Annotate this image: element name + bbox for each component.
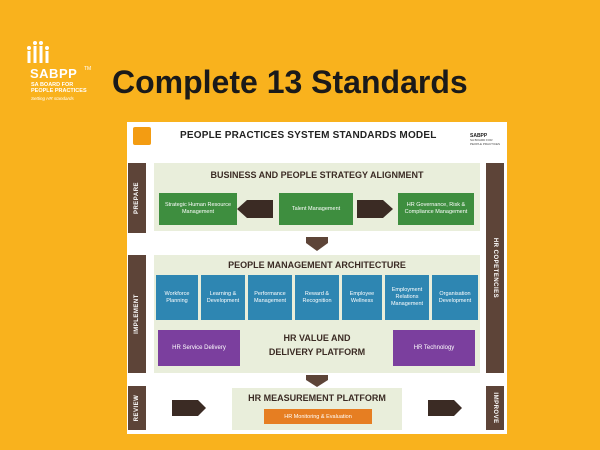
left-arrow-icon bbox=[237, 200, 273, 218]
right-arrow-icon bbox=[172, 400, 206, 416]
phase-hr-competencies: HR COPETENCIES bbox=[486, 163, 504, 373]
page-title: Complete 13 Standards bbox=[112, 64, 468, 100]
organisation-development-box: Organisation Development bbox=[432, 275, 478, 320]
phase-implement: IMPLEMENT bbox=[128, 255, 146, 373]
employee-wellness-box: Employee Wellness bbox=[342, 275, 382, 320]
reward-recognition-box: Reward & Recognition bbox=[295, 275, 339, 320]
phase-prepare: PREPARE bbox=[128, 163, 146, 233]
hr-monitoring-box: HR Monitoring & Evaluation bbox=[264, 409, 372, 424]
platform-heading-line2: DELIVERY PLATFORM bbox=[268, 347, 366, 357]
hr-governance-box: HR Governance, Risk & Compliance Managem… bbox=[398, 193, 474, 225]
learning-development-box: Learning & Development bbox=[201, 275, 245, 320]
strategy-heading: BUSINESS AND PEOPLE STRATEGY ALIGNMENT bbox=[210, 170, 424, 180]
phase-review: REVIEW bbox=[128, 386, 146, 430]
platform-heading-line1: HR VALUE AND bbox=[283, 333, 351, 343]
right-arrow-icon bbox=[357, 200, 393, 218]
home-icon bbox=[133, 127, 151, 145]
employment-relations-box: Employment Relations Management bbox=[385, 275, 429, 320]
strategic-hrm-box: Strategic Human Resource Management bbox=[159, 193, 237, 225]
performance-management-box: Performance Management bbox=[248, 275, 292, 320]
model-title: PEOPLE PRACTICES SYSTEM STANDARDS MODEL bbox=[180, 130, 437, 141]
architecture-heading: PEOPLE MANAGEMENT ARCHITECTURE bbox=[228, 260, 406, 270]
down-arrow-icon bbox=[306, 375, 328, 387]
phase-improve: IMPROVE bbox=[486, 386, 504, 430]
measurement-heading: HR MEASUREMENT PLATFORM bbox=[248, 393, 386, 403]
hr-service-delivery-box: HR Service Delivery bbox=[158, 330, 240, 366]
workforce-planning-box: Workforce Planning bbox=[156, 275, 198, 320]
logo-tagline: Setting HR standards bbox=[31, 96, 74, 101]
corner-logo-subtitle: SA BOARD FOR PEOPLE PRACTICES bbox=[470, 138, 501, 146]
down-arrow-icon bbox=[306, 237, 328, 251]
right-arrow-icon bbox=[428, 400, 462, 416]
logo-trademark: TM bbox=[84, 66, 92, 72]
sabpp-logo-icon bbox=[27, 41, 49, 63]
talent-management-box: Talent Management bbox=[279, 193, 353, 225]
hr-technology-box: HR Technology bbox=[393, 330, 475, 366]
logo-name: SABPP bbox=[30, 66, 78, 81]
logo-subtitle: SA BOARD FOR PEOPLE PRACTICES bbox=[31, 82, 87, 94]
corner-logo: SABPP bbox=[470, 133, 488, 139]
